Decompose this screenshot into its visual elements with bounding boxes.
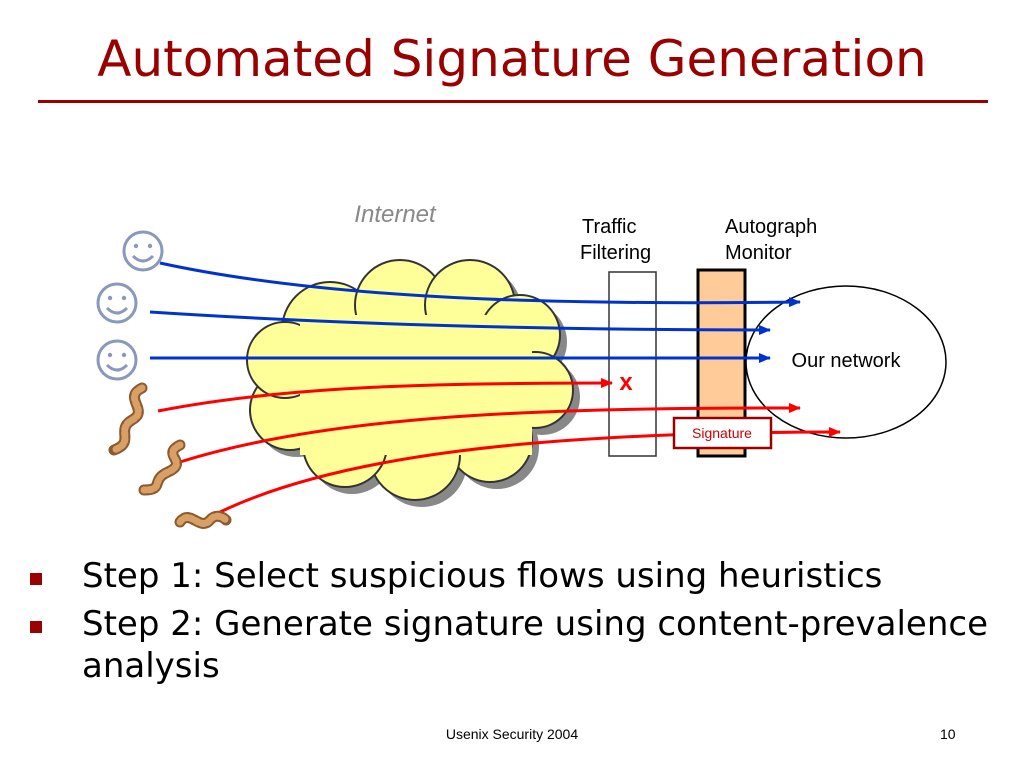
- bullet-square-icon: [30, 621, 42, 633]
- network-diagram: Internet Our network Traffic Filtering A…: [96, 201, 947, 529]
- traffic-filter-box: [608, 271, 657, 457]
- our-network-label: Our network: [792, 350, 902, 372]
- smiley-icon: [96, 282, 138, 324]
- bullet-item: Step 1: Select suspicious flows using he…: [30, 555, 990, 597]
- page-number: 10: [940, 726, 956, 742]
- benign-flow-2: [149, 310, 771, 335]
- bullet-text: Step 2: Generate signature using content…: [82, 604, 988, 686]
- slide-title: Automated Signature Generation: [97, 30, 927, 88]
- bullet-list: Step 1: Select suspicious flows using he…: [30, 555, 990, 693]
- malicious-flow-2: [179, 402, 801, 464]
- blocked-x-marker: x: [619, 369, 633, 396]
- worm-icon: [108, 382, 148, 456]
- worm-icon: [174, 510, 232, 529]
- smiley-icon: [122, 230, 164, 272]
- traffic-filtering-label-line2: Filtering: [580, 242, 651, 264]
- traffic-filtering-label-line1: Traffic: [582, 216, 636, 238]
- worm-icon: [138, 439, 186, 496]
- internet-label: Internet: [354, 201, 437, 228]
- bullet-item: Step 2: Generate signature using content…: [30, 603, 990, 687]
- bullet-text: Step 1: Select suspicious flows using he…: [82, 556, 883, 596]
- benign-flow-1: [159, 261, 801, 308]
- footer-conference: Usenix Security 2004: [445, 726, 579, 742]
- malicious-flow-blocked: [157, 378, 613, 413]
- signature-box: [672, 416, 773, 450]
- autograph-label-line1: Autograph: [725, 216, 817, 238]
- bullet-square-icon: [30, 573, 42, 585]
- autograph-label-line2: Monitor: [725, 242, 792, 264]
- signature-label: Signature: [692, 425, 752, 441]
- smiley-icon: [96, 339, 138, 381]
- title-underline: [38, 100, 988, 103]
